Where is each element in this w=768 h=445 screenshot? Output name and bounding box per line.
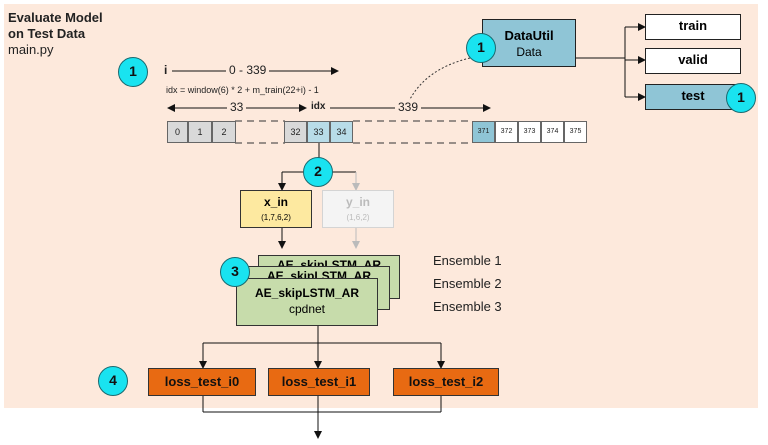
y-in-title: y_in (345, 195, 370, 209)
datautil-box: DataUtil Data (482, 19, 576, 67)
loss-box-2: loss_test_i2 (393, 368, 499, 396)
ensemble-label-2: Ensemble 2 (433, 276, 502, 291)
model-front-title: AE_skipLSTM_AR (254, 286, 360, 300)
cell-left-1: 1 (188, 121, 212, 143)
step-circle-1-loop: 1 (118, 57, 148, 87)
test-label: test (681, 88, 705, 103)
step-circle-4: 4 (98, 366, 128, 396)
train-box: train (645, 14, 741, 40)
loop-range: 0 - 339 (226, 63, 270, 77)
step-circle-1-datautil: 1 (466, 33, 496, 63)
step-circle-1-test: 1 (726, 83, 756, 113)
cell-left-0: 0 (167, 121, 188, 143)
cell-right-0: 371 (472, 121, 495, 143)
model-box-front: AE_skipLSTM_AR cpdnet (236, 278, 378, 326)
idx-formula: idx = window(6) * 2 + m_train(22+i) - 1 (166, 85, 319, 95)
cell-right-4: 375 (564, 121, 587, 143)
loss-box-1: loss_test_i1 (268, 368, 370, 396)
span-right-label: 339 (395, 100, 422, 114)
step-circle-3: 3 (220, 257, 250, 287)
test-box: test (645, 84, 741, 110)
y-in-box: y_in (1,6,2) (322, 190, 394, 228)
cell-left-2: 2 (212, 121, 236, 143)
file-name: main.py (8, 42, 54, 57)
cell-mid-1: 33 (307, 121, 330, 143)
cell-right-1: 372 (495, 121, 518, 143)
cell-mid-2: 34 (330, 121, 353, 143)
diagram-title: Evaluate Model on Test Data main.py (8, 10, 103, 58)
y-in-shape: (1,6,2) (346, 213, 370, 222)
idx-label: idx (311, 101, 326, 112)
x-in-shape: (1,7,6,2) (261, 213, 291, 222)
ensemble-label-1: Ensemble 1 (433, 253, 502, 268)
title-line-2: on Test Data (8, 26, 86, 41)
valid-box: valid (645, 48, 741, 74)
cell-right-2: 373 (518, 121, 541, 143)
x-in-box: x_in (1,7,6,2) (240, 190, 312, 228)
cell-right-3: 374 (541, 121, 564, 143)
model-front-sub: cpdnet (288, 302, 326, 316)
datautil-sub: Data (516, 45, 542, 59)
x-in-title: x_in (263, 195, 288, 209)
datautil-title: DataUtil (504, 28, 554, 43)
loss-box-0: loss_test_i0 (148, 368, 256, 396)
loop-var: i (164, 63, 168, 77)
span-left-label: 33 (227, 100, 247, 114)
step-circle-2: 2 (303, 157, 333, 187)
title-line-1: Evaluate Model (8, 10, 103, 25)
ensemble-label-3: Ensemble 3 (433, 299, 502, 314)
cell-mid-0: 32 (284, 121, 307, 143)
